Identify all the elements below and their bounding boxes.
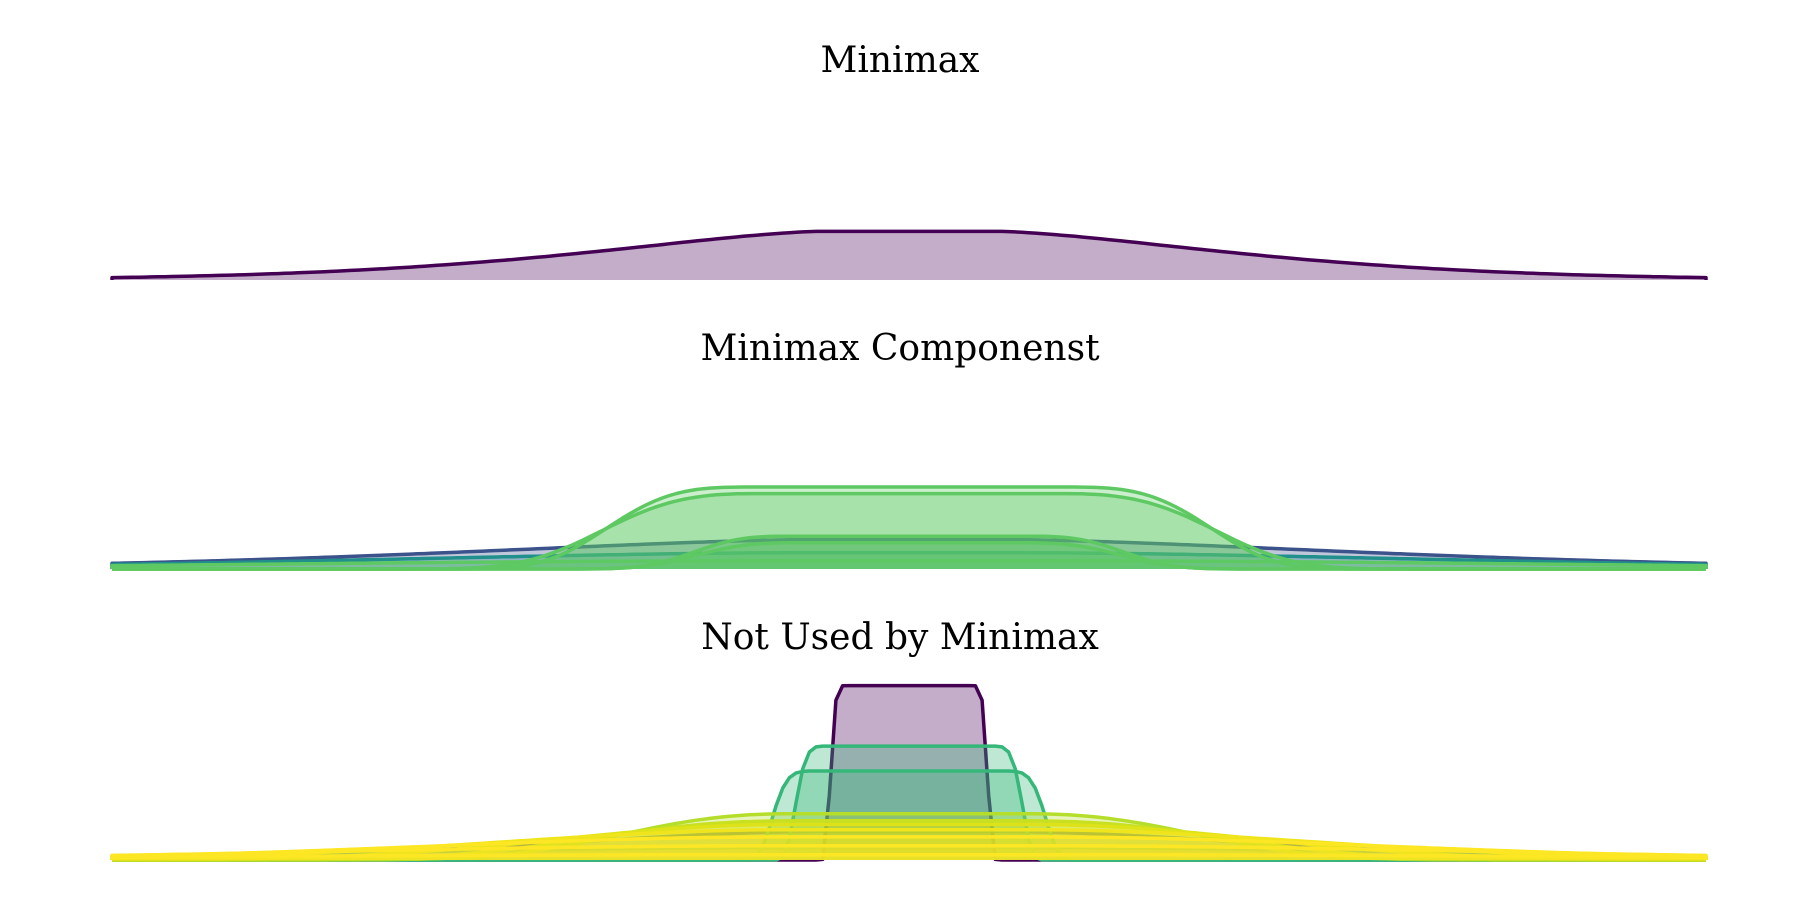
- ridge-area-1-4: [112, 493, 1706, 569]
- ridge-area-0-0: [112, 231, 1706, 280]
- ridge-line-2-11: [110, 852, 1708, 860]
- ridge-line-2-6: [112, 819, 1706, 862]
- panel-plot-minimax-components: [110, 485, 1708, 571]
- ridge-area-1-3: [112, 487, 1706, 569]
- ridge-area-2-2: [112, 685, 1706, 860]
- panel-title-not-used-by-minimax: Not Used by Minimax: [701, 617, 1099, 658]
- panel-title-minimax: Minimax: [821, 40, 980, 81]
- panel-plot-minimax: [110, 229, 1708, 280]
- ridge-line-0-0: [110, 229, 1708, 280]
- panel-plot-not-used-by-minimax: [110, 683, 1708, 862]
- ridge-line-1-6: [112, 541, 1706, 571]
- ridge-area-2-7: [112, 824, 1706, 860]
- panel-minimax: Minimax: [110, 40, 1708, 280]
- panel-not-used-by-minimax: Not Used by Minimax: [110, 617, 1708, 862]
- ridge-line-1-2: [110, 559, 1708, 569]
- ridge-line-1-0: [110, 537, 1708, 569]
- ridge-area-2-4: [112, 771, 1706, 860]
- panel-minimax-components: Minimax Componenst: [110, 328, 1708, 571]
- ridge-line-2-9: [110, 835, 1708, 860]
- panel-title-minimax-components: Minimax Componenst: [700, 328, 1100, 369]
- ridge-line-2-10: [110, 844, 1708, 860]
- ridge-area-1-5: [112, 536, 1706, 569]
- ridge-line-1-1: [110, 550, 1708, 569]
- ridge-area-1-6: [112, 542, 1706, 569]
- ridge-area-2-3: [112, 746, 1706, 860]
